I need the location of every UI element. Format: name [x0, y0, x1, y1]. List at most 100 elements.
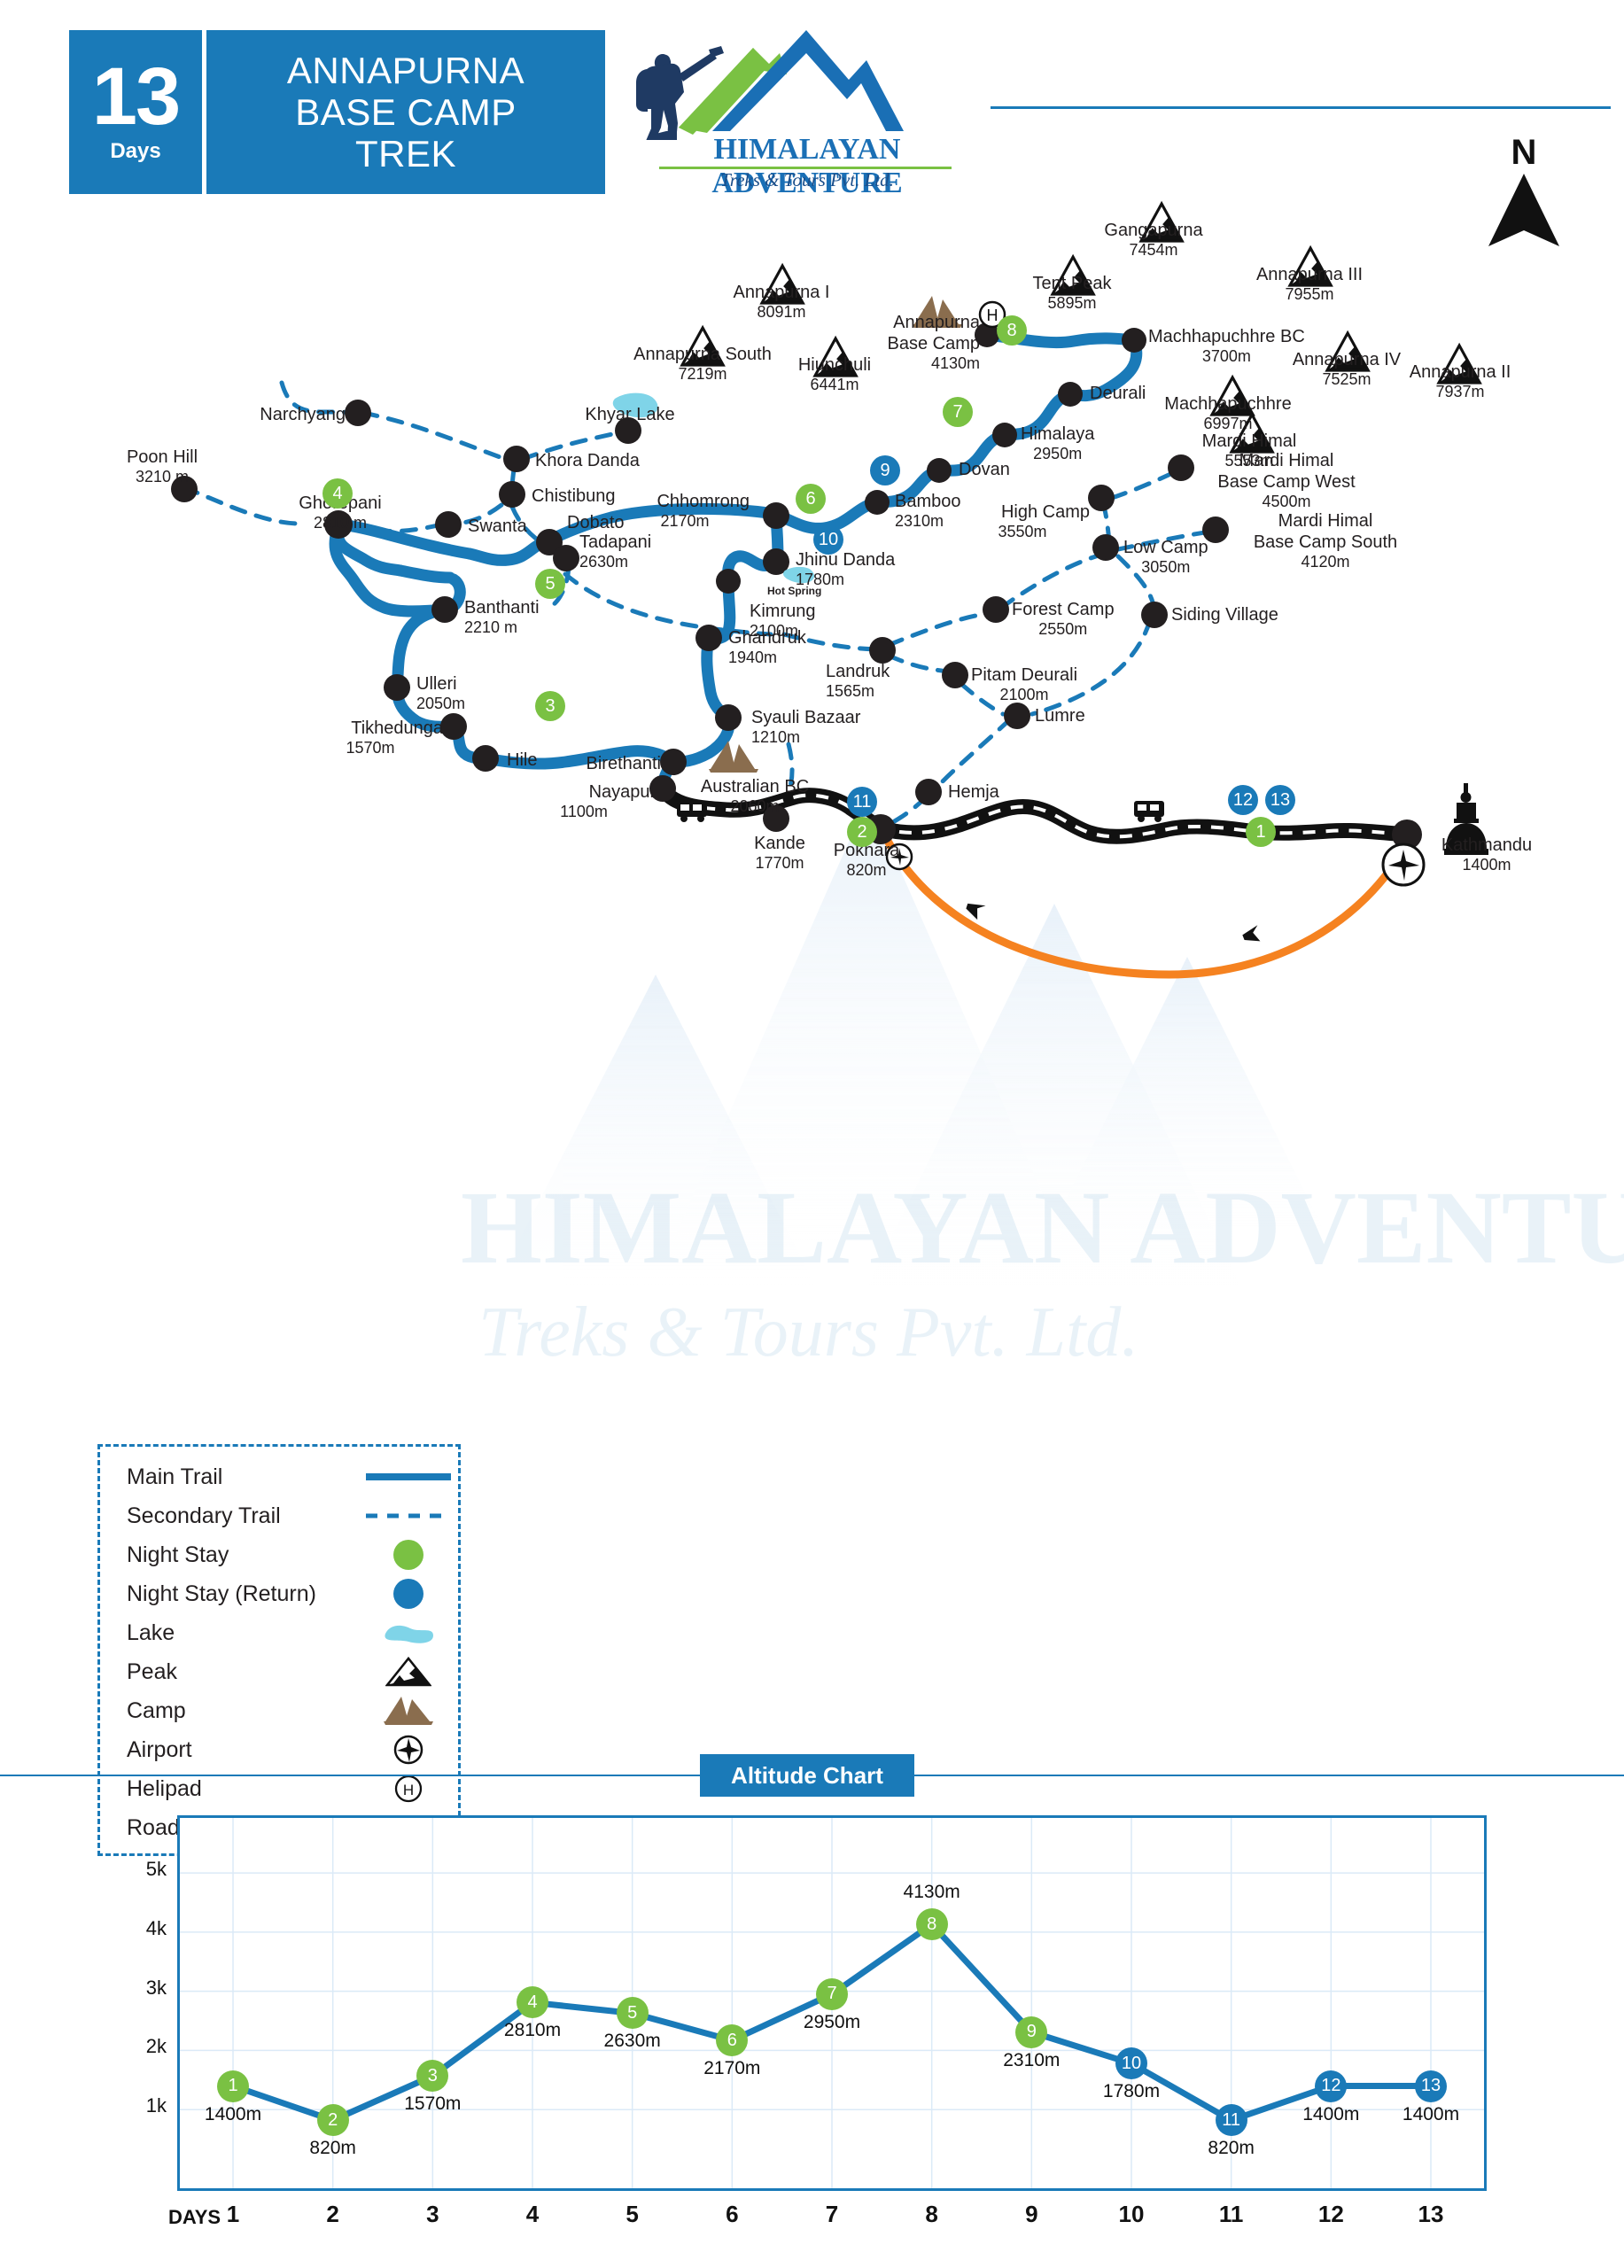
chart-node-day-11[interactable]: 11 [1215, 2104, 1247, 2137]
hiker-icon [636, 46, 724, 141]
day-badge-8[interactable]: 8 [997, 315, 1027, 346]
chart-node-day-5[interactable]: 5 [616, 1997, 649, 2030]
tent-icons [709, 296, 962, 773]
trek-title-line-3: TREK [354, 133, 456, 175]
brand-name: HIMALAYAN ADVENTURE [711, 133, 903, 199]
chart-xtick-11: 11 [1218, 2201, 1244, 2227]
chart-xtick-3: 3 [426, 2201, 439, 2227]
map-canvas: HIMALAYAN ADVENTURE Treks & Tours Pvt. L… [171, 200, 1624, 1371]
legend-label-helipad: Helipad [127, 1775, 202, 1801]
map-node-dots [171, 322, 1422, 850]
chart-value-day-7: 2950m [803, 2011, 861, 2032]
chart-value-day-5: 2630m [603, 2031, 661, 2052]
chart-ytick-4k: 4k [145, 1916, 167, 1939]
chart-node-day-13[interactable]: 13 [1415, 2070, 1447, 2102]
days-word: Days [110, 138, 161, 163]
chart-value-day-6: 2170m [703, 2058, 761, 2079]
bus-icon-highway [1134, 801, 1164, 822]
chart-value-day-2: 820m [309, 2138, 356, 2159]
blue-circle-icon [364, 1576, 453, 1612]
place-label-siding-village: Siding Village [1171, 605, 1278, 625]
day-badge-2[interactable]: 2 [847, 817, 877, 847]
chart-xtick-4: 4 [525, 2201, 540, 2227]
peak-icons [680, 200, 1482, 454]
chart-value-day-8: 4130m [903, 1882, 960, 1903]
blue-mountain [712, 30, 904, 131]
days-count-box: 13 Days [69, 30, 202, 194]
helipad-icon: H [978, 300, 1006, 329]
chart-xtick-2: 2 [326, 2201, 339, 2227]
chart-node-day-6[interactable]: 6 [716, 2024, 749, 2057]
peak-icon [364, 1654, 453, 1689]
chart-rule-left [0, 1775, 700, 1776]
place-label-khora-danda: Khora Danda [535, 451, 640, 470]
solid-line-icon [364, 1459, 453, 1495]
chart-node-day-4[interactable]: 4 [517, 1986, 548, 2019]
stupa-icon [1444, 783, 1488, 855]
chart-node-day-2[interactable]: 2 [316, 2104, 349, 2137]
day-badge-10[interactable]: 10 [813, 524, 843, 555]
day-badge-13[interactable]: 13 [1265, 785, 1295, 815]
place-label-hemja: Hemja [948, 782, 999, 802]
day-badge-3[interactable]: 3 [535, 691, 565, 721]
trek-title-line-2: BASE CAMP [295, 90, 517, 133]
legend-label-main-trail: Main Trail [127, 1464, 223, 1489]
place-label-dovan: Dovan [959, 460, 1010, 479]
day-badge-4[interactable]: 4 [322, 478, 353, 509]
chart-node-day-3[interactable]: 3 [416, 2060, 449, 2093]
logo-mountain-icon [636, 30, 904, 141]
page-header: 13 Days ANNAPURNA BASE CAMP TREK HIMALA [0, 0, 1624, 246]
legend-item-helipad: Helipad H [127, 1769, 446, 1808]
header-divider-rule [991, 106, 1611, 109]
chart-node-day-12[interactable]: 12 [1315, 2070, 1348, 2102]
chart-ytick-5k: 5k [145, 1858, 167, 1881]
legend-item-lake: Lake [127, 1613, 446, 1652]
chart-value-day-11: 820m [1208, 2138, 1255, 2159]
chart-node-day-7[interactable]: 7 [816, 1977, 848, 2010]
legend-item-main-trail: Main Trail [127, 1457, 451, 1496]
north-arrow: N [1471, 133, 1577, 248]
chart-node-day-10[interactable]: 10 [1115, 2047, 1147, 2080]
legend-label-camp: Camp [127, 1697, 186, 1723]
chart-node-day-1[interactable]: 1 [217, 2070, 249, 2102]
chart-node-day-8[interactable]: 8 [915, 1908, 948, 1941]
chart-value-day-9: 2310m [1003, 2049, 1061, 2070]
day-badge-9[interactable]: 9 [870, 455, 900, 485]
airport-icon [364, 1732, 453, 1767]
day-badge-7[interactable]: 7 [943, 397, 973, 427]
chart-node-day-9[interactable]: 9 [1015, 2016, 1048, 2048]
helipad-icon: H [364, 1771, 453, 1806]
chart-xtick-7: 7 [825, 2201, 839, 2227]
chart-rule-right [914, 1775, 1624, 1776]
day-badge-6[interactable]: 6 [796, 484, 826, 514]
day-badge-12[interactable]: 12 [1228, 785, 1258, 815]
place-label-chistibung: Chistibung [532, 486, 616, 506]
day-badge-5[interactable]: 5 [535, 569, 565, 599]
chart-ytick-1k: 1k [145, 2094, 167, 2117]
main-trail [329, 329, 1143, 795]
day-badge-1[interactable]: 1 [1246, 817, 1276, 847]
tent-icon [364, 1693, 453, 1728]
company-logo: HIMALAYAN ADVENTURE Treks & Tours Pvt. L… [620, 25, 992, 199]
day-badge-11[interactable]: 11 [847, 787, 877, 817]
legend-label-road: Road [127, 1814, 180, 1840]
watermark-mountains [496, 797, 1329, 1285]
